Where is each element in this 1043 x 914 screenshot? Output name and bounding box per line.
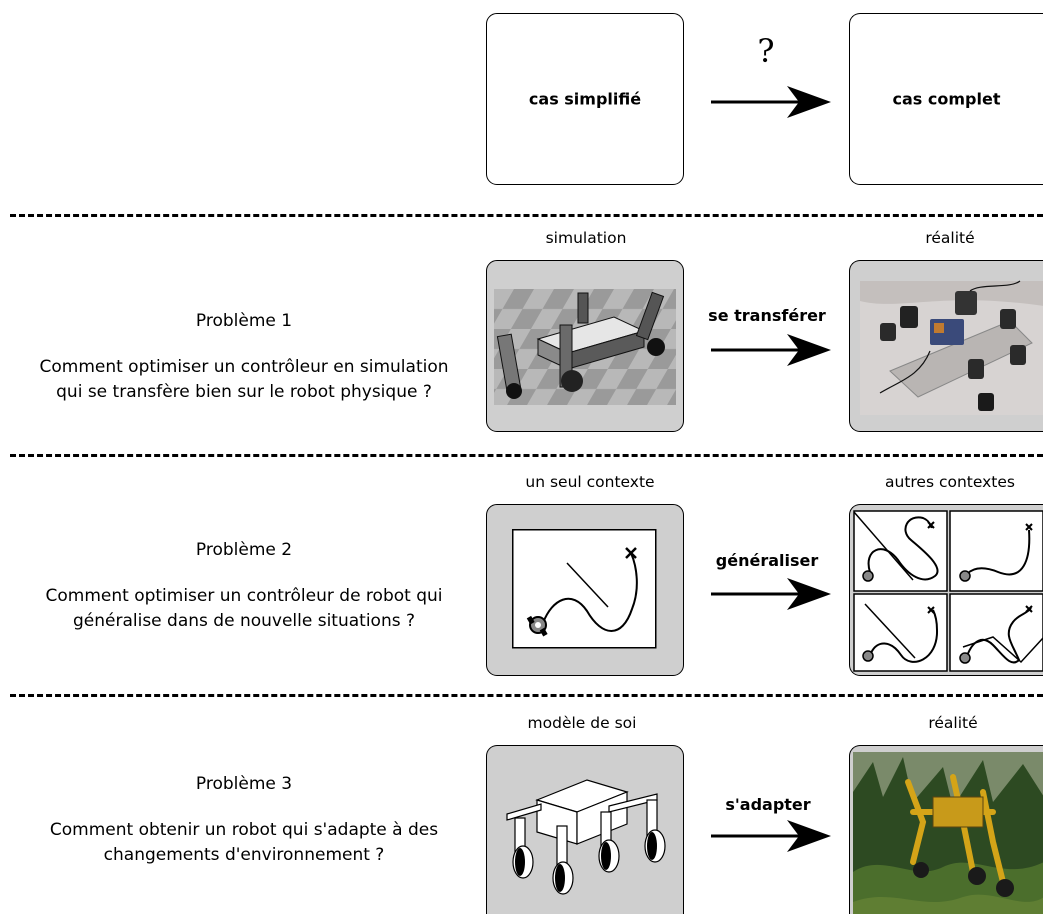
- maze-single-context: [512, 529, 657, 649]
- self-model-robot-drawing: [506, 779, 666, 895]
- single-context-caption: un seul contexte: [525, 473, 655, 491]
- problem-1-text: Comment optimiser un contrôleur en simul…: [0, 355, 488, 405]
- simulation-caption: simulation: [545, 229, 627, 247]
- problem-2-title: Problème 2: [195, 540, 293, 560]
- separator: [10, 214, 1043, 217]
- reality-caption-2: réalité: [928, 714, 978, 732]
- arrow-right-icon: [711, 86, 831, 118]
- problem-2-text: Comment optimiser un contrôleur de robot…: [0, 584, 488, 634]
- complete-case-label: cas complet: [892, 89, 1001, 109]
- problem-3-text: Comment obtenir un robot qui s'adapte à …: [0, 818, 488, 868]
- problem-1-line1: Comment optimiser un contrôleur en simul…: [39, 357, 449, 377]
- problem-2-line2: généralise dans de nouvelle situations ?: [72, 611, 416, 631]
- problem-1-title: Problème 1: [195, 311, 293, 331]
- problem-1-line2: qui se transfère bien sur le robot physi…: [56, 382, 432, 402]
- problem-3-title: Problème 3: [195, 774, 293, 794]
- robot-icon: [526, 615, 548, 637]
- generalize-arrow-label: généraliser: [715, 551, 819, 570]
- problem-3-line2: changements d'environnement ?: [103, 845, 385, 865]
- simulated-robot-image: [494, 289, 676, 405]
- outdoor-robot-photo: [853, 752, 1043, 914]
- other-contexts-caption: autres contextes: [884, 473, 1016, 491]
- simplified-case-box: cas simplifié: [486, 13, 684, 185]
- transfer-arrow-label: se transférer: [708, 306, 826, 325]
- problem-3-line1: Comment obtenir un robot qui s'adapte à …: [49, 820, 439, 840]
- reality-panel-2: [849, 745, 1043, 914]
- self-model-caption: modèle de soi: [527, 714, 637, 732]
- arrow-right-icon: [711, 578, 831, 610]
- cross-icon: [625, 547, 637, 559]
- other-contexts-panel: [849, 504, 1043, 676]
- adapt-arrow-label: s'adapter: [725, 795, 811, 814]
- single-context-panel: [486, 504, 684, 676]
- separator: [10, 454, 1043, 457]
- simplified-case-label: cas simplifié: [528, 89, 642, 109]
- simulation-panel: [486, 260, 684, 432]
- reality-caption-1: réalité: [925, 229, 975, 247]
- arrow-right-icon: [711, 820, 831, 852]
- separator: [10, 694, 1043, 697]
- maze-other-contexts: [853, 510, 1043, 672]
- problem-2-line1: Comment optimiser un contrôleur de robot…: [45, 586, 443, 606]
- question-mark: ?: [757, 32, 775, 70]
- self-model-panel: [486, 745, 684, 914]
- arrow-right-icon: [711, 334, 831, 366]
- physical-robot-photo: [860, 280, 1043, 415]
- complete-case-box: cas complet: [849, 13, 1043, 185]
- reality-panel-1: [849, 260, 1043, 432]
